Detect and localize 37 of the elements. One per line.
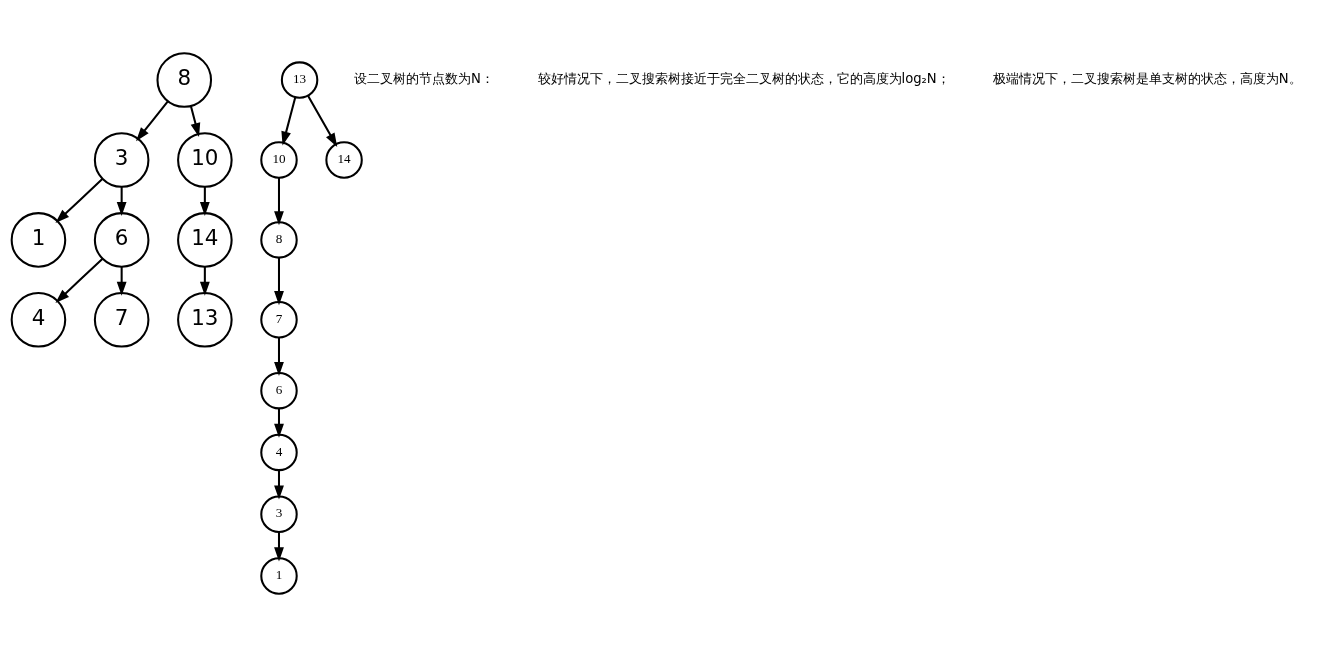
arrow: [274, 337, 284, 376]
node-circle: 14: [325, 141, 363, 179]
node-circle: 14: [177, 212, 233, 268]
label: 较好情况下，二叉搜索树接近于完全二叉树的状态，它的高度为log₂N；: [537, 71, 950, 87]
node-circle: 6: [93, 212, 150, 268]
node-circle: 13: [177, 292, 233, 348]
node-circle: 4: [10, 292, 67, 348]
label: 极端情况下，二叉搜索树是单支树的状态，高度为N。: [992, 71, 1302, 87]
arrow: [116, 186, 127, 216]
node-circle: 6: [260, 371, 298, 410]
arrow: [55, 178, 104, 224]
arrow: [274, 532, 284, 562]
node-circle: 8: [260, 221, 298, 259]
arrow: [199, 266, 210, 296]
arrow: [55, 257, 104, 303]
arrow: [116, 266, 127, 296]
node-circle: 10: [177, 132, 233, 188]
arrow: [274, 177, 284, 226]
arrow: [274, 470, 284, 500]
node-circle: 1: [10, 212, 67, 268]
node-circle: 3: [260, 495, 298, 533]
node-circle: 7: [260, 301, 298, 339]
node-circle: 13: [280, 61, 319, 99]
label: 设二叉树的节点数为N：: [354, 71, 494, 87]
arrow: [274, 257, 284, 306]
arrow: [274, 408, 284, 438]
arrow: [189, 105, 201, 138]
node-circle: 7: [93, 292, 150, 348]
node-circle: 10: [260, 141, 298, 179]
node-circle: 8: [156, 52, 213, 108]
node-circle: 1: [260, 557, 298, 595]
node-circle: 3: [93, 132, 150, 188]
arrow: [136, 100, 169, 142]
arrow: [307, 95, 338, 148]
node-circle: 4: [260, 433, 298, 472]
arrow: [199, 186, 210, 216]
arrow: [281, 97, 297, 146]
